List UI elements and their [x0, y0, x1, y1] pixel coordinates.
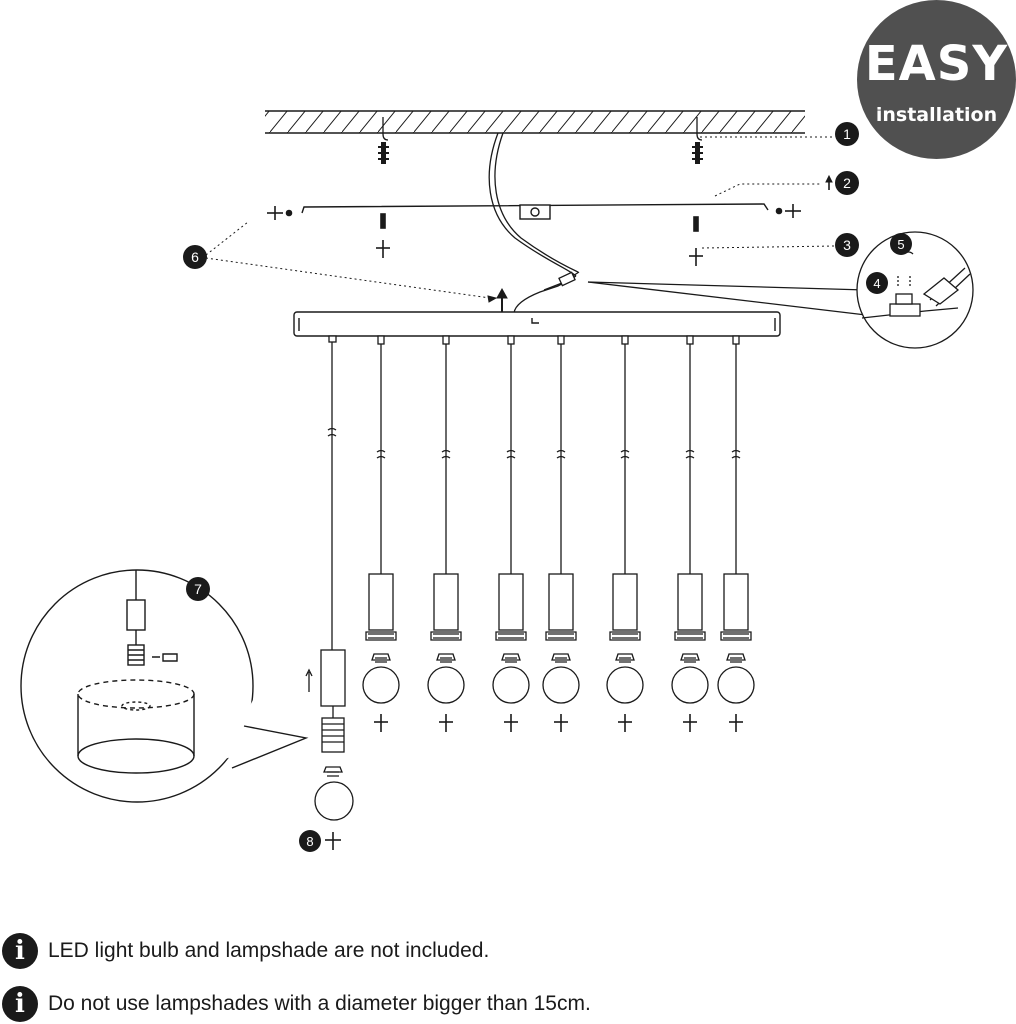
pendant-1 — [362, 335, 400, 732]
step-marker-5: 5 — [890, 233, 912, 255]
step-label-6: 6 — [191, 249, 199, 265]
note-bulb-not-included: i LED light bulb and lampshade are not i… — [0, 931, 489, 971]
leader-lines — [205, 136, 836, 299]
power-cable — [488, 132, 580, 314]
note-text: Do not use lampshades with a diameter bi… — [48, 992, 591, 1015]
wall-plugs — [378, 142, 703, 164]
pendant-lights — [362, 335, 755, 732]
pendant-2 — [427, 335, 465, 732]
bulb-screw-icon — [618, 714, 632, 732]
pendant-3 — [492, 335, 530, 732]
step-label-3: 3 — [843, 237, 851, 253]
small-up-arrow-icon — [825, 174, 833, 190]
adjusted-pendant — [305, 335, 354, 850]
pendant-7 — [717, 335, 755, 732]
ceiling — [265, 110, 805, 134]
pendant-5 — [606, 335, 644, 732]
bulb-screw-icon — [374, 714, 388, 732]
info-icon: i — [2, 986, 38, 1022]
mounting-bracket — [301, 203, 769, 220]
step-marker-1: 1 — [835, 122, 859, 146]
step-marker-3: 3 — [835, 233, 859, 257]
step-marker-2: 2 — [835, 171, 859, 195]
badge-subtitle: installation — [875, 104, 998, 126]
bulb-screw-icon — [554, 714, 568, 732]
step-label-8: 8 — [306, 834, 313, 849]
step-marker-6: 6 — [183, 245, 207, 269]
note-text: LED light bulb and lampshade are not inc… — [48, 939, 490, 962]
lampshade-detail — [20, 569, 309, 803]
badge-title: EASY — [864, 36, 1009, 92]
bulb-screw-icon — [683, 714, 697, 732]
note-lampshade-diameter: i Do not use lampshades with a diameter … — [0, 984, 591, 1024]
step-label-5: 5 — [897, 237, 904, 252]
bulb-screw-icon — [729, 714, 743, 732]
step-marker-8: 8 — [299, 830, 321, 852]
step-label-4: 4 — [873, 276, 880, 291]
pendant-4 — [542, 335, 580, 732]
step-marker-7: 7 — [186, 577, 210, 601]
up-arrow-icon — [496, 287, 508, 312]
connector-detail — [587, 231, 974, 349]
step-label-7: 7 — [194, 581, 202, 597]
pendant-6 — [671, 335, 709, 732]
easy-installation-badge: EASY installation — [857, 0, 1016, 159]
step-label-2: 2 — [843, 175, 851, 191]
mount-screws — [376, 213, 703, 266]
ceiling-hooks — [382, 117, 703, 141]
step-label-1: 1 — [843, 126, 851, 142]
bulb-screw-icon — [504, 714, 518, 732]
bulb-screw-icon — [439, 714, 453, 732]
tiny-arrow-icon — [487, 295, 498, 303]
step-marker-4: 4 — [866, 272, 888, 294]
info-icon: i — [2, 933, 38, 969]
canopy-bar — [293, 311, 781, 337]
bracket-screws — [267, 204, 801, 220]
